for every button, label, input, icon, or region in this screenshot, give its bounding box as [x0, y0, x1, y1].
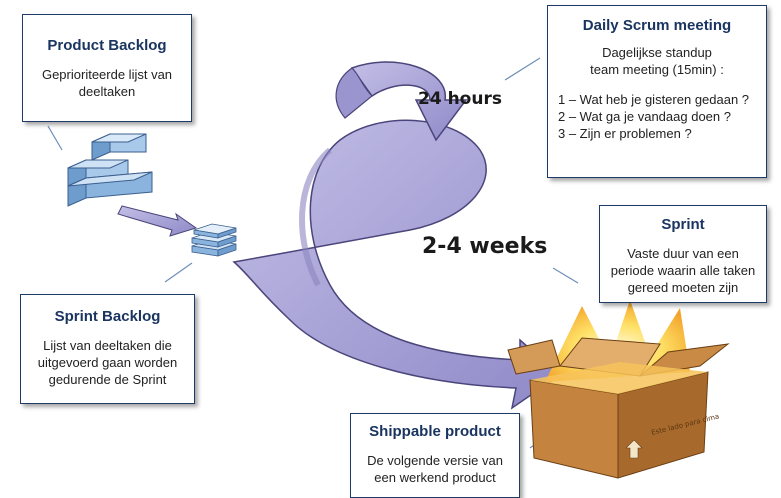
- daily-cycle-label: 24 hours: [418, 89, 502, 109]
- daily-scrum-title: Daily Scrum meeting: [582, 17, 732, 34]
- sprint-description: Vaste duur van een periode waarin alle t…: [610, 246, 756, 295]
- connector-sprint-backlog: [164, 262, 193, 283]
- shippable-product-description: De volgende versie van een werkend produ…: [367, 453, 503, 485]
- shippable-product-title: Shippable product: [369, 423, 501, 440]
- daily-scrum-subtitle-1: Dagelijkse standup: [602, 45, 712, 60]
- daily-scrum-question-2: 2 – Wat ga je vandaag doen ?: [558, 109, 731, 124]
- connector-sprint: [552, 267, 579, 284]
- daily-scrum-card: Daily Scrum meeting Dagelijkse standup t…: [547, 5, 767, 178]
- sprint-backlog-card: Sprint Backlog Lijst van deeltaken die u…: [20, 294, 195, 404]
- connector-backlog: [47, 125, 63, 151]
- daily-scrum-question-3: 3 – Zijn er problemen ?: [558, 126, 692, 141]
- product-backlog-card: Product Backlog Geprioriteerde lijst van…: [22, 14, 192, 122]
- sprint-cycle-arrow: [232, 119, 562, 410]
- backlog-to-sprint-arrow: [117, 205, 198, 237]
- product-backlog-title: Product Backlog: [47, 37, 167, 54]
- sprint-backlog-title: Sprint Backlog: [54, 308, 161, 325]
- sprint-backlog-stack-icon: [191, 223, 237, 257]
- shippable-box-icon: Este lado para cima: [507, 300, 730, 479]
- daily-scrum-question-1: 1 – Wat heb je gisteren gedaan ?: [558, 92, 750, 107]
- sprint-backlog-description: Lijst van deeltaken die uitgevoerd gaan …: [37, 338, 178, 387]
- sprint-title: Sprint: [661, 216, 705, 233]
- sprint-cycle-label: 2-4 weeks: [422, 234, 547, 259]
- daily-scrum-subtitle-2: team meeting (15min) :: [590, 62, 724, 77]
- connector-scrum: [504, 57, 541, 81]
- shippable-product-card: Shippable product De volgende versie van…: [350, 413, 520, 498]
- sprint-card: Sprint Vaste duur van een periode waarin…: [599, 205, 767, 303]
- product-backlog-blocks-icon: [67, 133, 153, 207]
- product-backlog-description: Geprioriteerde lijst van deeltaken: [41, 67, 173, 99]
- daily-cycle-arrow: [335, 61, 468, 142]
